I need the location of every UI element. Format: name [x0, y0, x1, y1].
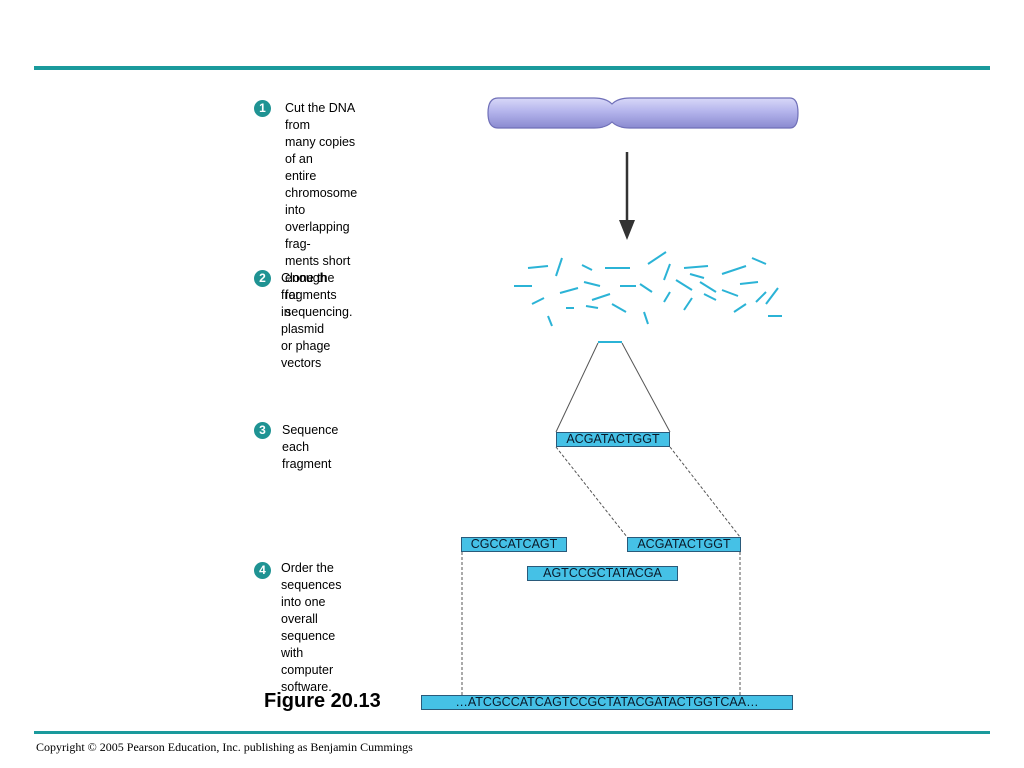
step-4-badge: 4	[254, 562, 271, 579]
step-3-text: Sequence each fragment	[282, 423, 339, 471]
overall-sequence: …ATCGCCATCAGTCCGCTATACGATACTGGTCAA…	[421, 695, 793, 710]
dna-fragments	[514, 251, 782, 327]
top-rule	[34, 66, 990, 70]
bottom-rule	[34, 731, 990, 734]
left-fragment-sequence: CGCCATCAGT	[461, 537, 567, 552]
step-1-text: Cut the DNA from many copies of an entir…	[285, 101, 358, 319]
dashed-connectors	[461, 446, 741, 695]
chromosome-icon	[487, 97, 799, 129]
zoom-callout	[555, 341, 671, 433]
copyright-text: Copyright © 2005 Pearson Education, Inc.…	[36, 740, 413, 754]
middle-fragment-sequence: AGTCCGCTATACGA	[527, 566, 678, 581]
step-3-badge: 3	[254, 422, 271, 439]
figure-caption: Figure 20.13	[264, 690, 381, 712]
step-1-badge: 1	[254, 100, 271, 117]
right-fragment-sequence: ACGATACTGGT	[627, 537, 741, 552]
arrow-down-icon	[619, 152, 635, 240]
step-2-badge: 2	[254, 270, 271, 287]
step-4-text: Order the sequences into one overall seq…	[281, 561, 342, 694]
step-2-text: Clone the fragments in plasmid or phage …	[281, 271, 337, 370]
fragment-sequence: ACGATACTGGT	[556, 432, 670, 447]
